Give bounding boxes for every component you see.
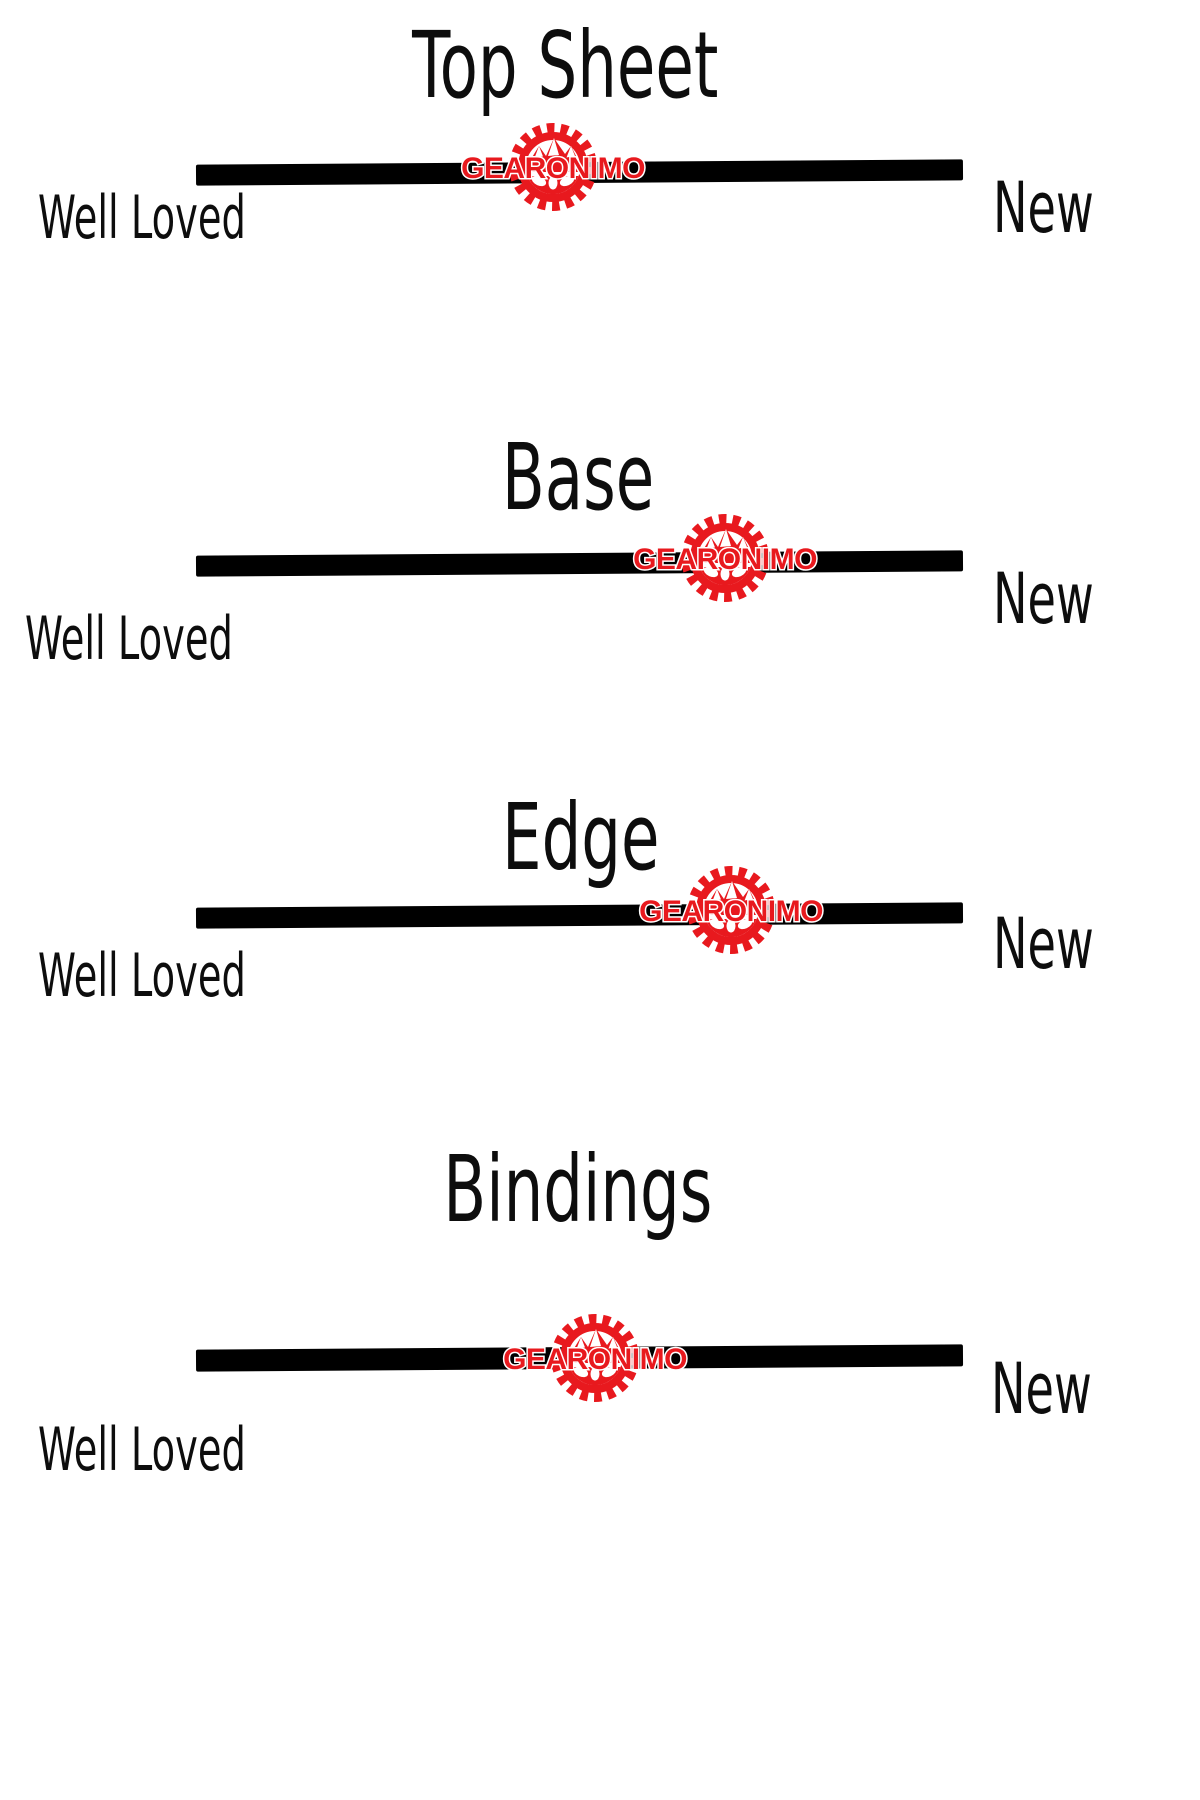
left-scale-label: Well Loved	[38, 1420, 363, 1480]
right-scale-label-text: New	[993, 903, 1094, 985]
right-scale-label-text: New	[993, 167, 1094, 249]
right-scale-label: New	[993, 909, 1146, 979]
section-title-text: Bindings	[443, 1136, 713, 1243]
right-scale-label-text: New	[993, 558, 1094, 640]
section-title: Bindings	[0, 1144, 1178, 1236]
logo-text: GEARONIMO	[639, 895, 823, 928]
left-scale-label: Well Loved	[38, 946, 363, 1006]
section-title: Top Sheet	[0, 20, 1165, 112]
left-scale-label-text: Well Loved	[38, 1415, 246, 1485]
section-title-text: Edge	[502, 784, 660, 891]
gear-icon	[509, 123, 597, 211]
section-title: Base	[0, 432, 1178, 524]
right-scale-label: New	[993, 564, 1146, 634]
gear-icon	[681, 514, 769, 602]
left-scale-label: Well Loved	[25, 609, 350, 669]
condition-scale-bar	[195, 550, 964, 577]
logo-text: GEARONIMO	[503, 1343, 687, 1376]
right-scale-label: New	[993, 173, 1146, 243]
logo-text: GEARONIMO	[633, 543, 817, 576]
left-scale-label-text: Well Loved	[38, 183, 246, 253]
logo-text: GEARONIMO	[461, 152, 645, 185]
gearonimo-logo: GEARONIMO	[632, 514, 819, 602]
section-title-text: Base	[501, 424, 655, 531]
section-title-text: Top Sheet	[411, 12, 719, 119]
condition-scale-bar	[195, 902, 964, 929]
right-scale-label: New	[991, 1354, 1144, 1424]
gear-icon	[687, 866, 775, 954]
left-scale-label-text: Well Loved	[38, 941, 246, 1011]
section-title: Edge	[0, 792, 1181, 884]
left-scale-label-text: Well Loved	[25, 604, 233, 674]
gear-icon	[551, 1314, 639, 1402]
gearonimo-logo: GEARONIMO	[638, 866, 825, 954]
right-scale-label-text: New	[991, 1348, 1092, 1430]
left-scale-label: Well Loved	[38, 188, 363, 248]
gearonimo-logo: GEARONIMO	[502, 1314, 689, 1402]
gearonimo-logo: GEARONIMO	[460, 123, 647, 211]
